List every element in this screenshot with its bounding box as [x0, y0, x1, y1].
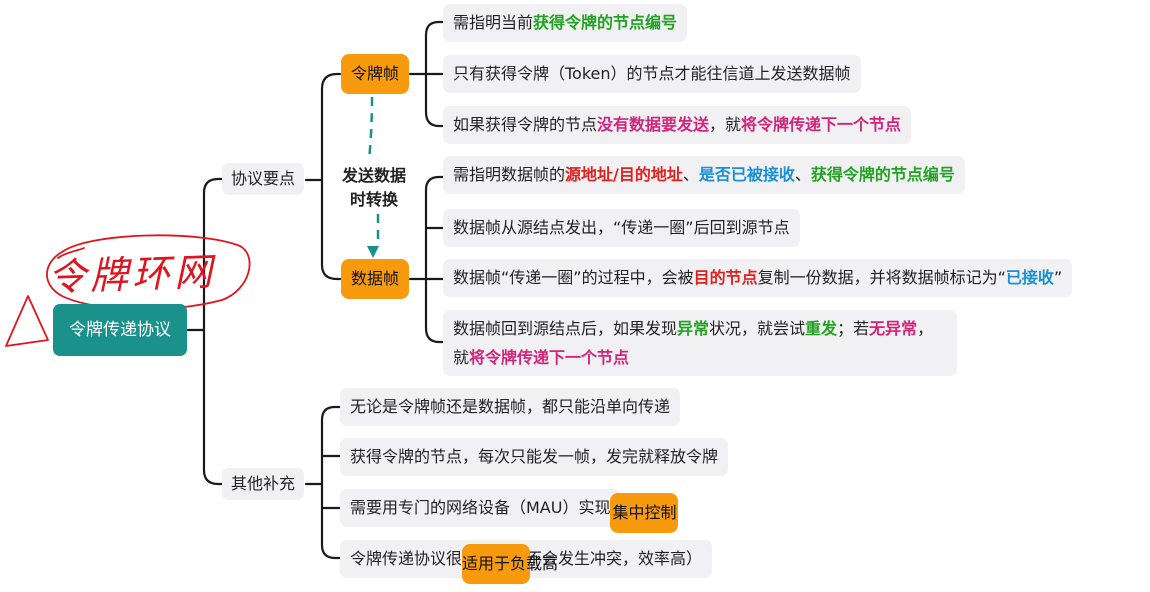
data-frame-item[interactable]: 数据帧“传递一圈”的过程中，会被目的节点复制一份数据，并将数据帧标记为“已接收” [443, 259, 1073, 297]
data-frame-node[interactable]: 数据帧 [341, 259, 409, 299]
other-connector [304, 405, 342, 560]
text-fragment: ，就 [453, 319, 934, 367]
text-fragment: 需指明当前 [453, 13, 534, 32]
text-fragment: ” [1053, 268, 1063, 287]
root-connector [186, 177, 224, 486]
text-fragment: 只有获得令牌（Token）的节点才能往信道上发送数据帧 [453, 64, 851, 83]
handwritten-circle-annotation [46, 234, 251, 311]
text-fragment: 需指明数据帧的 [453, 165, 566, 184]
highlighted-text-fragment: 将令牌传递下一个节点 [741, 115, 902, 134]
branch-other-supplements[interactable]: 其他补充 [222, 468, 305, 500]
conversion-label: 发送数据 时转换 [338, 164, 410, 212]
text-fragment: 、 [794, 165, 811, 184]
highlighted-text-fragment: 没有数据要发送 [597, 115, 710, 134]
token-frame-connector [408, 20, 445, 128]
token-frame-item[interactable]: 只有获得令牌（Token）的节点才能往信道上发送数据帧 [443, 55, 861, 93]
text-fragment: 如果获得令牌的节点 [453, 115, 598, 134]
conversion-line-1: 发送数据 [341, 166, 406, 185]
handwritten-triangle-annotation [5, 295, 49, 347]
other-item[interactable]: 令牌传递协议很适用于负载高的网络（不会发生冲突，效率高） [340, 540, 713, 584]
other-item[interactable]: 需要用专门的网络设备（MAU）实现集中控制 [340, 489, 679, 533]
text-fragment: ；若 [837, 319, 870, 338]
data-frame-item[interactable]: 数据帧从源结点发出，“传递一圈”后回到源节点 [443, 209, 800, 247]
handwritten-title: 令牌环网 [47, 249, 217, 300]
root-node[interactable]: 令牌传递协议 [53, 304, 187, 356]
other-item[interactable]: 获得令牌的节点，每次只能发一帧，发完就释放令牌 [340, 438, 729, 476]
protocol-connector [304, 72, 342, 281]
text-fragment: 需要用专门的网络设备（MAU）实现 [350, 498, 611, 517]
text-fragment: 无论是令牌帧还是数据帧，都只能沿单向传递 [350, 397, 671, 416]
highlighted-text-fragment: 获得令牌的节点编号 [533, 13, 678, 32]
token-frame-item[interactable]: 如果获得令牌的节点没有数据要发送，就将令牌传递下一个节点 [443, 106, 912, 144]
token-frame-item[interactable]: 需指明当前获得令牌的节点编号 [443, 4, 688, 42]
arrowhead-icon [367, 246, 379, 258]
text-fragment: 、 [682, 165, 699, 184]
text-fragment: 数据帧回到源结点后，如果发现 [453, 319, 678, 338]
text-fragment: 数据帧“传递一圈”的过程中，会被 [453, 268, 694, 287]
highlighted-text-fragment: 重发 [805, 319, 838, 338]
highlighted-text-fragment: 是否已被接收 [698, 165, 795, 184]
data-frame-item[interactable]: 数据帧回到源结点后，如果发现异常状况，就尝试重发；若无异常，就将令牌传递下一个节… [443, 310, 957, 376]
highlighted-text-fragment: 源地址/目的地址 [565, 165, 683, 184]
branch-protocol-points[interactable]: 协议要点 [222, 163, 305, 195]
conversion-line-2: 时转换 [349, 190, 398, 209]
text-fragment: 复制一份数据，并将数据帧标记为“ [757, 268, 1006, 287]
text-fragment: ，就 [709, 115, 742, 134]
highlighted-text-fragment: 无异常 [869, 319, 918, 338]
text-fragment: 令牌传递协议很 [350, 549, 463, 568]
highlighted-text-fragment: 已接收 [1005, 268, 1054, 287]
highlighted-text-fragment: 将令牌传递下一个节点 [469, 348, 630, 367]
token-frame-node[interactable]: 令牌帧 [341, 54, 409, 94]
data-frame-item[interactable]: 需指明数据帧的源地址/目的地址、是否已被接收、获得令牌的节点编号 [443, 156, 965, 194]
dashed-arrow-top [367, 96, 374, 161]
highlighted-text-fragment: 适用于负载高 [462, 544, 558, 584]
other-item[interactable]: 无论是令牌帧还是数据帧，都只能沿单向传递 [340, 388, 681, 426]
text-fragment: 获得令牌的节点，每次只能发一帧，发完就释放令牌 [350, 447, 719, 466]
highlighted-text-fragment: 集中控制 [610, 493, 679, 533]
highlighted-text-fragment: 目的节点 [693, 268, 758, 287]
text-fragment: 数据帧从源结点发出，“传递一圈”后回到源节点 [453, 218, 790, 237]
data-frame-connector [408, 175, 445, 344]
highlighted-text-fragment: 异常 [677, 319, 710, 338]
text-fragment: 状况，就尝试 [709, 319, 806, 338]
highlighted-text-fragment: 获得令牌的节点编号 [810, 165, 955, 184]
